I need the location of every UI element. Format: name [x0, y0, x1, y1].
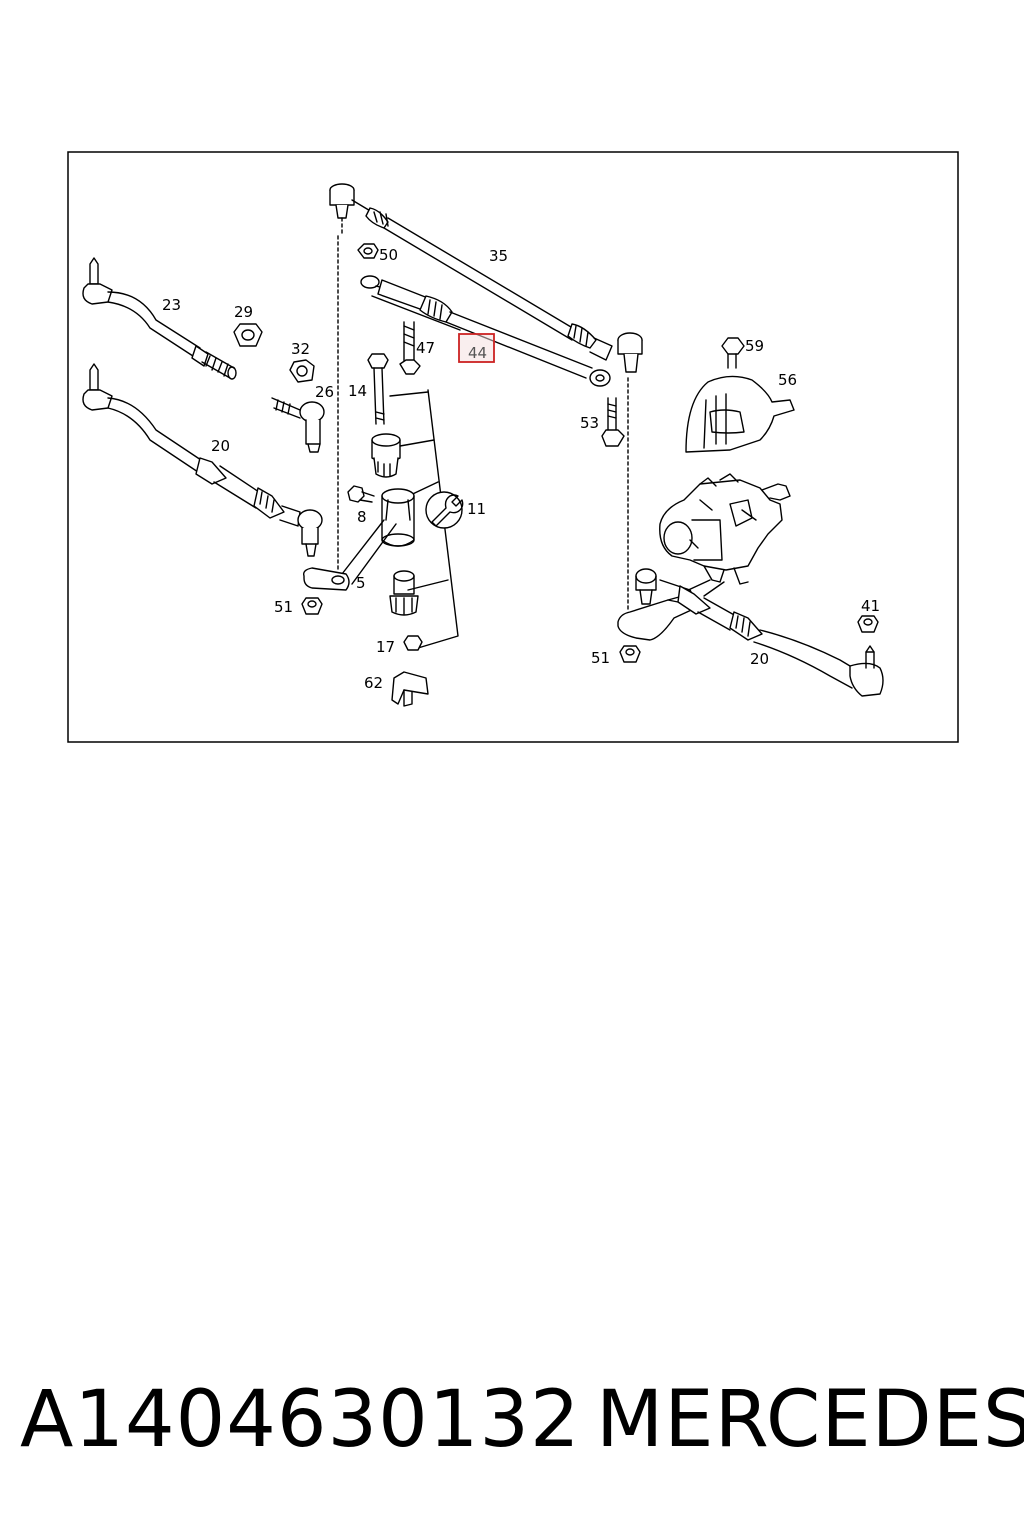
callout-labels: 23 29 32 26 20 50 35 47 44 14 59 56 53 1… — [162, 246, 880, 692]
callout-20-right: 20 — [750, 650, 769, 668]
nut-32 — [289, 359, 315, 383]
callout-5: 5 — [356, 574, 366, 592]
nut-51-right — [619, 645, 641, 663]
cover-56 — [685, 375, 795, 453]
tie-rod-20-left — [82, 363, 323, 557]
callout-44[interactable]: 44 — [468, 344, 487, 362]
nut-51-left — [301, 597, 323, 615]
bolt-47 — [399, 321, 421, 375]
callout-29: 29 — [234, 303, 253, 321]
bushing-upper — [371, 433, 401, 478]
bushing-lower — [389, 570, 419, 616]
tie-rod-20-right — [659, 579, 884, 697]
callout-50: 50 — [379, 246, 398, 264]
pitman-arm — [617, 568, 701, 641]
bolt-53 — [601, 377, 629, 611]
idler-arm — [302, 235, 415, 591]
tie-rod-end-26 — [271, 397, 325, 453]
steering-box — [659, 473, 791, 597]
callout-26: 26 — [315, 383, 334, 401]
nut-17 — [403, 635, 423, 651]
nut-41 — [857, 615, 879, 633]
nut-29 — [233, 323, 263, 347]
callout-47: 47 — [416, 339, 435, 357]
callout-17: 17 — [376, 638, 395, 656]
highlight-box-44 — [458, 333, 495, 363]
callout-23: 23 — [162, 296, 181, 314]
callout-53: 53 — [580, 414, 599, 432]
callout-41: 41 — [861, 597, 880, 615]
callout-11: 11 — [467, 500, 486, 518]
callout-59: 59 — [745, 337, 764, 355]
steering-linkage-diagram: 23 29 32 26 20 50 35 47 44 14 59 56 53 1… — [67, 151, 959, 743]
bracket-62 — [391, 671, 429, 707]
tie-rod-23 — [82, 257, 237, 380]
callout-20-left: 20 — [211, 437, 230, 455]
callout-35: 35 — [489, 247, 508, 265]
bolt-59 — [721, 337, 745, 369]
callout-14: 14 — [348, 382, 367, 400]
callout-51-left: 51 — [274, 598, 293, 616]
part-number: A1404630132 — [20, 1375, 581, 1465]
callout-8: 8 — [357, 508, 367, 526]
wrench-symbol — [425, 491, 464, 529]
footer-caption: A1404630132 MERCEDES — [0, 1370, 1024, 1480]
callout-62: 62 — [364, 674, 383, 692]
diagram-frame — [67, 151, 959, 743]
bolt-14 — [367, 353, 429, 425]
nut-50 — [357, 243, 379, 259]
callout-51-right: 51 — [591, 649, 610, 667]
center-tie-rod — [329, 183, 643, 373]
callout-56: 56 — [778, 371, 797, 389]
steering-damper — [360, 275, 611, 387]
callout-32: 32 — [291, 340, 310, 358]
brand-name: MERCEDES — [596, 1375, 1024, 1465]
bolt-8 — [347, 485, 375, 503]
